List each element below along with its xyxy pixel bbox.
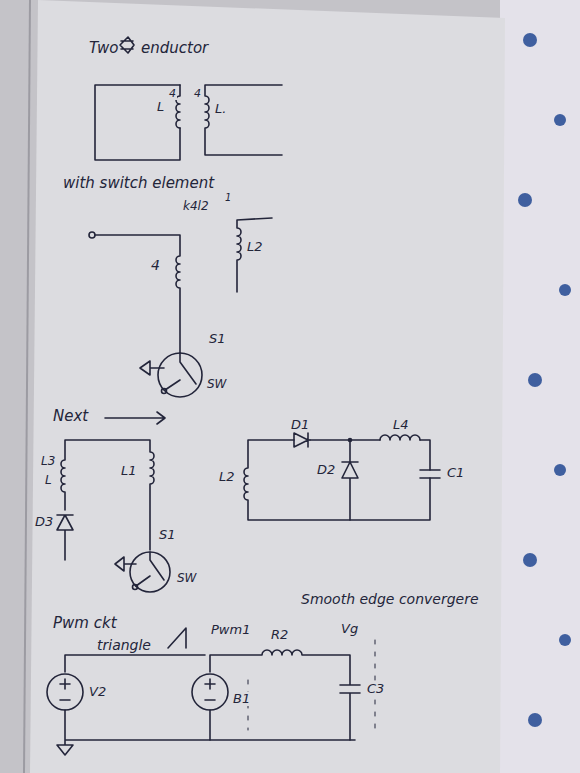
inductor-symbol — [237, 218, 272, 292]
note-text: triangle — [96, 638, 152, 653]
part-name: D2 — [316, 463, 336, 477]
switch-lever — [165, 353, 196, 390]
part-name: 4 — [150, 258, 161, 273]
part-name: L — [44, 474, 53, 487]
triangle-wave — [168, 628, 186, 648]
guide-mark — [248, 640, 375, 730]
capacitor-symbol — [420, 470, 440, 478]
part-name: D1 — [290, 418, 310, 432]
switch-symbol — [158, 353, 202, 397]
diode-symbol — [342, 440, 358, 520]
scribble — [120, 37, 134, 53]
part-name: S1 — [208, 332, 227, 346]
note-text: Smooth edge convergere — [300, 592, 480, 607]
part-name: D3 — [34, 515, 54, 529]
part-name: L4 — [392, 418, 410, 432]
note-text: Pwm ckt — [52, 615, 118, 632]
voltage-source — [192, 674, 228, 710]
part-name: V2 — [88, 685, 107, 699]
part-name: R2 — [270, 628, 289, 642]
part-name: 4 — [193, 88, 202, 100]
ground-symbol — [140, 361, 164, 375]
voltage-source — [47, 674, 83, 710]
part-name: L3 — [40, 455, 56, 468]
wire — [244, 440, 430, 520]
signal-name: Vg — [340, 622, 359, 636]
part-name: C3 — [366, 682, 385, 696]
cloth-flowers — [518, 33, 571, 727]
diode-symbol — [57, 515, 73, 560]
wire — [210, 650, 360, 740]
polarity-mark — [60, 679, 70, 700]
terminal — [162, 389, 167, 394]
cloth — [500, 0, 580, 773]
page-edge — [24, 0, 30, 773]
part-name: L. — [214, 102, 227, 116]
ground-symbol — [115, 557, 136, 571]
inductor-symbol — [380, 435, 420, 440]
wire — [65, 655, 205, 672]
wire — [95, 85, 180, 160]
signal-name: Pwm1 — [210, 623, 251, 637]
note-text: Two — [88, 40, 119, 57]
part-name: S1 — [158, 528, 177, 542]
terminal — [133, 585, 138, 590]
part-name: L2 — [218, 470, 236, 484]
part-name: 1 — [224, 192, 232, 203]
polarity-mark — [205, 679, 215, 700]
notebook-page — [30, 0, 505, 773]
part-name: L — [156, 100, 165, 114]
inductor-symbol — [61, 440, 154, 550]
part-name: L1 — [120, 464, 138, 478]
part-name: k4l2 — [182, 200, 210, 213]
inductor-symbol — [95, 235, 180, 353]
ground-wire — [57, 710, 355, 755]
inductor-symbol — [205, 85, 282, 155]
junction — [349, 439, 352, 442]
part-name: 4 — [168, 88, 177, 100]
arrow — [105, 412, 165, 424]
note-text: Next — [52, 408, 89, 425]
switch-lever — [136, 552, 164, 586]
part-name: C1 — [446, 466, 465, 480]
part-name: SW — [176, 572, 197, 585]
switch-symbol — [130, 552, 170, 592]
part-name: L2 — [246, 240, 264, 254]
part-name: SW — [206, 378, 227, 391]
note-text: enductor — [140, 40, 209, 57]
note-text: with switch element — [62, 175, 215, 192]
wire — [209, 710, 211, 740]
terminal — [89, 232, 95, 238]
part-name: B1 — [232, 692, 251, 706]
diode-symbol — [294, 433, 310, 447]
